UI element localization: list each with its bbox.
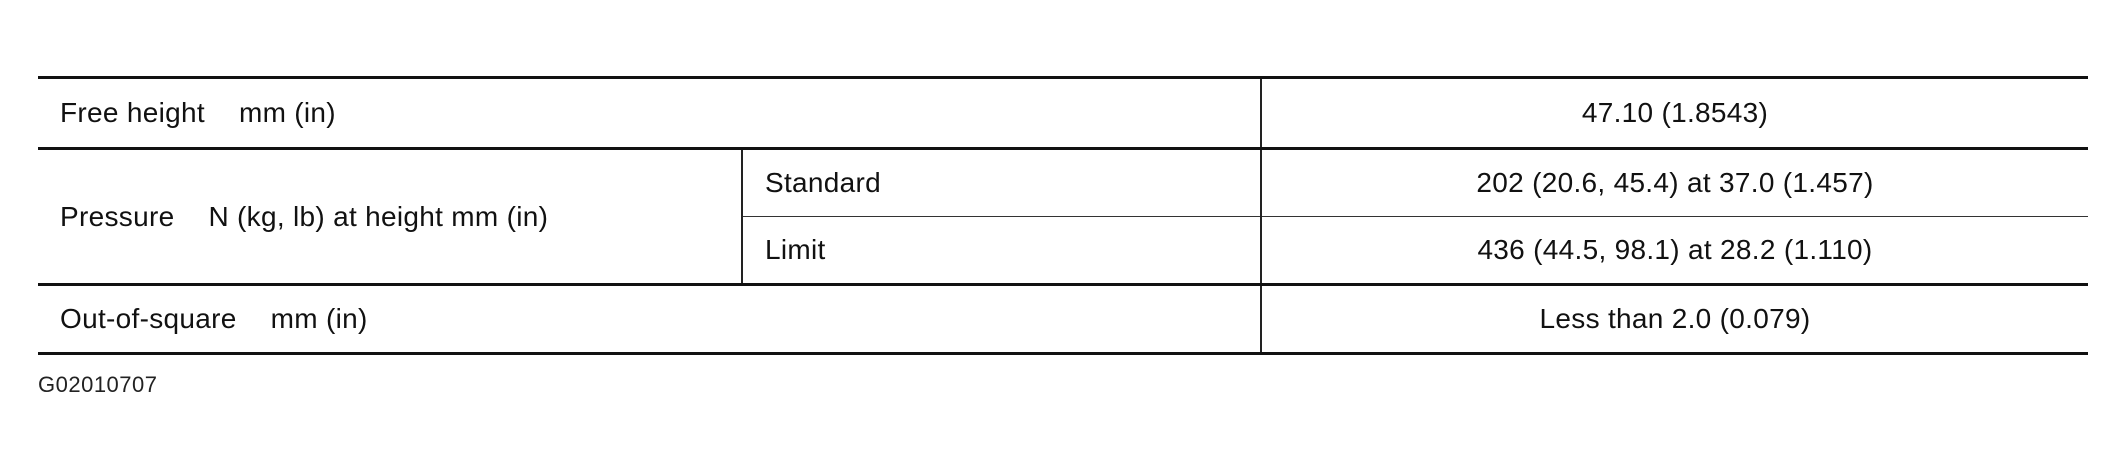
out-of-square-value: Less than 2.0 (0.079) xyxy=(1260,284,2088,355)
pressure-label-cell: Pressure N (kg, lb) at height mm (in) xyxy=(38,148,742,286)
out-of-square-unit: mm (in) xyxy=(270,303,368,334)
pressure-limit-label: Limit xyxy=(741,216,1261,286)
table-row-out-of-square: Out-of-square mm (in) Less than 2.0 (0.07… xyxy=(38,284,2088,355)
free-height-value: 47.10 (1.8543) xyxy=(1260,76,2088,150)
pressure-limit-value: 436 (44.5, 98.1) at 28.2 (1.110) xyxy=(1260,216,2088,286)
free-height-label-cell: Free height mm (in) xyxy=(38,76,1261,150)
pressure-standard-value: 202 (20.6, 45.4) at 37.0 (1.457) xyxy=(1260,148,2088,217)
pressure-standard-label: Standard xyxy=(741,148,1261,217)
figure-code: G02010707 xyxy=(38,372,158,397)
table-row-pressure-standard: Pressure N (kg, lb) at height mm (in) Sta… xyxy=(38,148,2088,286)
free-height-unit: mm (in) xyxy=(238,97,336,128)
spec-table: Free height mm (in) 47.10 (1.8543) Pressu… xyxy=(38,76,2088,355)
table-row-free-height: Free height mm (in) 47.10 (1.8543) xyxy=(38,76,2088,150)
table-row-pressure-limit: Limit 436 (44.5, 98.1) at 28.2 (1.110) xyxy=(38,216,2088,286)
out-of-square-label-cell: Out-of-square mm (in) xyxy=(38,284,1261,355)
out-of-square-label: Out-of-square xyxy=(60,303,237,334)
free-height-label: Free height xyxy=(60,97,205,128)
pressure-label: Pressure xyxy=(60,200,175,232)
pressure-unit: N (kg, lb) at height mm (in) xyxy=(208,200,549,232)
